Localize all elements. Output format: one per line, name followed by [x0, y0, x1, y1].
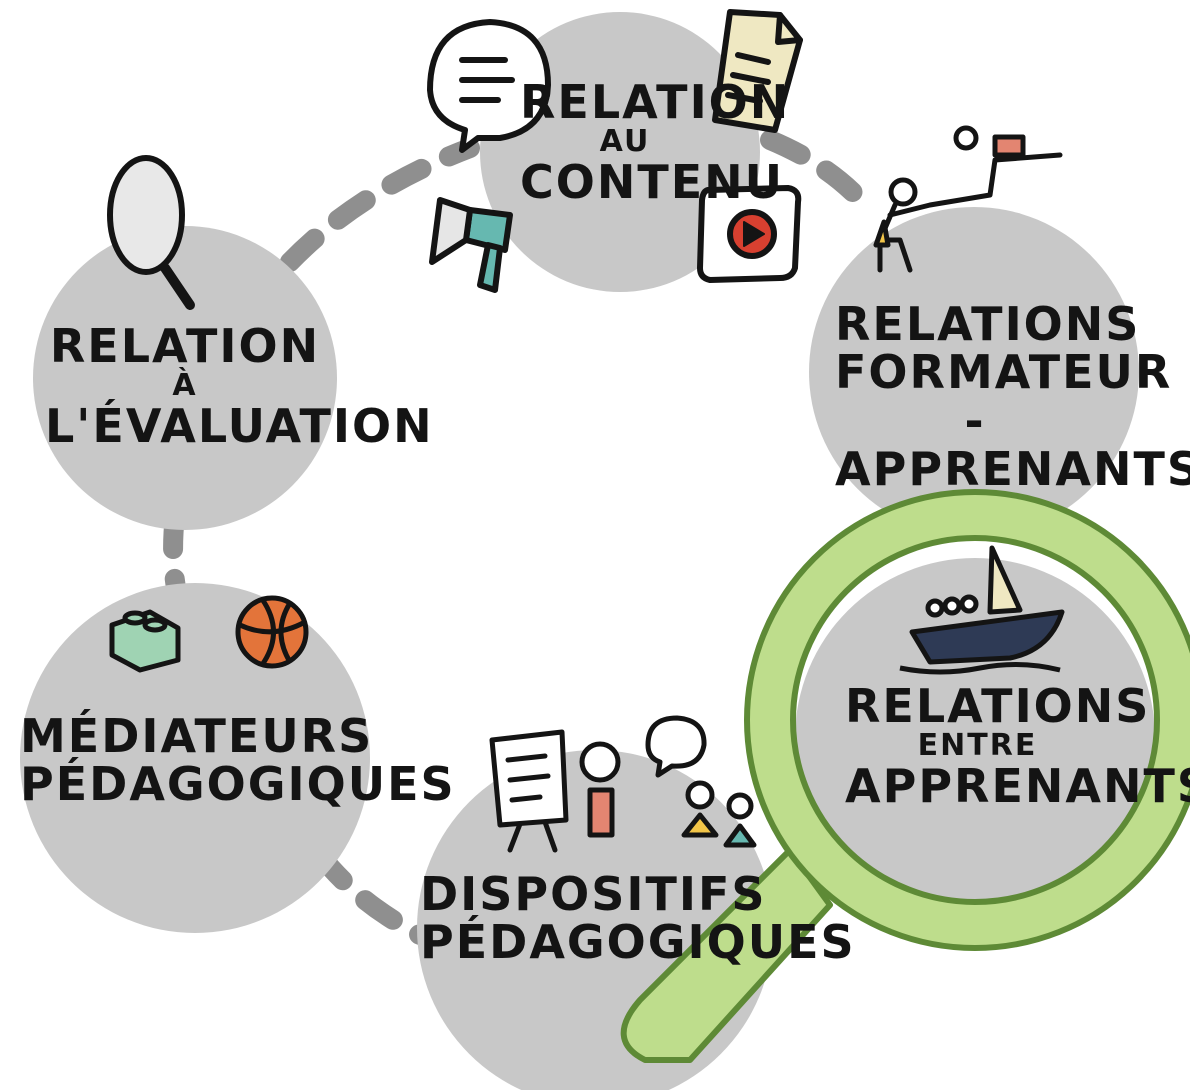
node-label-evaluation-line1: Relation	[49, 319, 321, 373]
node-label-evaluation: Relation à l'évaluation	[45, 319, 434, 453]
node-circle-mediateurs	[20, 583, 370, 933]
node-label-formateur: Relations formateur - apprenants	[835, 297, 1190, 496]
node-label-formateur-line2: formateur -	[835, 345, 1173, 448]
node-label-evaluation-line3: l'évaluation	[45, 398, 434, 453]
flipchart-icon	[489, 729, 569, 853]
node-label-entre-line2: entre	[917, 728, 1038, 764]
node-label-mediateurs-line2: pédagogiques	[20, 757, 456, 812]
lego-brick-icon	[109, 609, 181, 673]
megaphone-icon	[429, 197, 513, 293]
node-label-evaluation-line2: à	[172, 368, 198, 404]
climber-icon	[873, 125, 1063, 273]
speech-bubble-icon	[427, 19, 551, 153]
node-label-mediateurs-line1: Médiateurs	[20, 709, 374, 763]
node-circle-formateur	[809, 207, 1139, 537]
basketball-icon	[235, 595, 309, 669]
sailboat-icon	[899, 545, 1065, 675]
node-label-entre-line1: Relations	[845, 679, 1151, 733]
magnifying-glass-icon	[107, 155, 195, 310]
node-label-dispositifs: Dispositifs pédagogiques	[420, 867, 856, 970]
people-icon	[579, 715, 757, 848]
node-label-contenu-line2: au	[599, 124, 651, 160]
node-label-entre-line3: apprenants	[845, 758, 1190, 813]
magnifier-highlight	[620, 489, 1190, 1063]
node-label-contenu-line1: Relation	[520, 75, 791, 129]
node-label-contenu: Relation au Contenu	[520, 75, 791, 209]
node-label-contenu-line3: Contenu	[520, 154, 785, 209]
video-play-icon	[697, 185, 802, 283]
node-label-dispositifs-line1: Dispositifs	[420, 867, 767, 921]
document-icon	[712, 9, 803, 133]
node-label-mediateurs: Médiateurs pédagogiques	[20, 709, 456, 812]
node-circle-evaluation	[33, 226, 337, 530]
node-label-entre: Relations entre apprenants	[845, 679, 1190, 813]
node-label-formateur-line1: Relations	[835, 297, 1141, 351]
node-circle-entre	[795, 558, 1155, 918]
node-label-dispositifs-line2: pédagogiques	[420, 915, 856, 970]
node-label-formateur-line3: apprenants	[835, 441, 1190, 496]
